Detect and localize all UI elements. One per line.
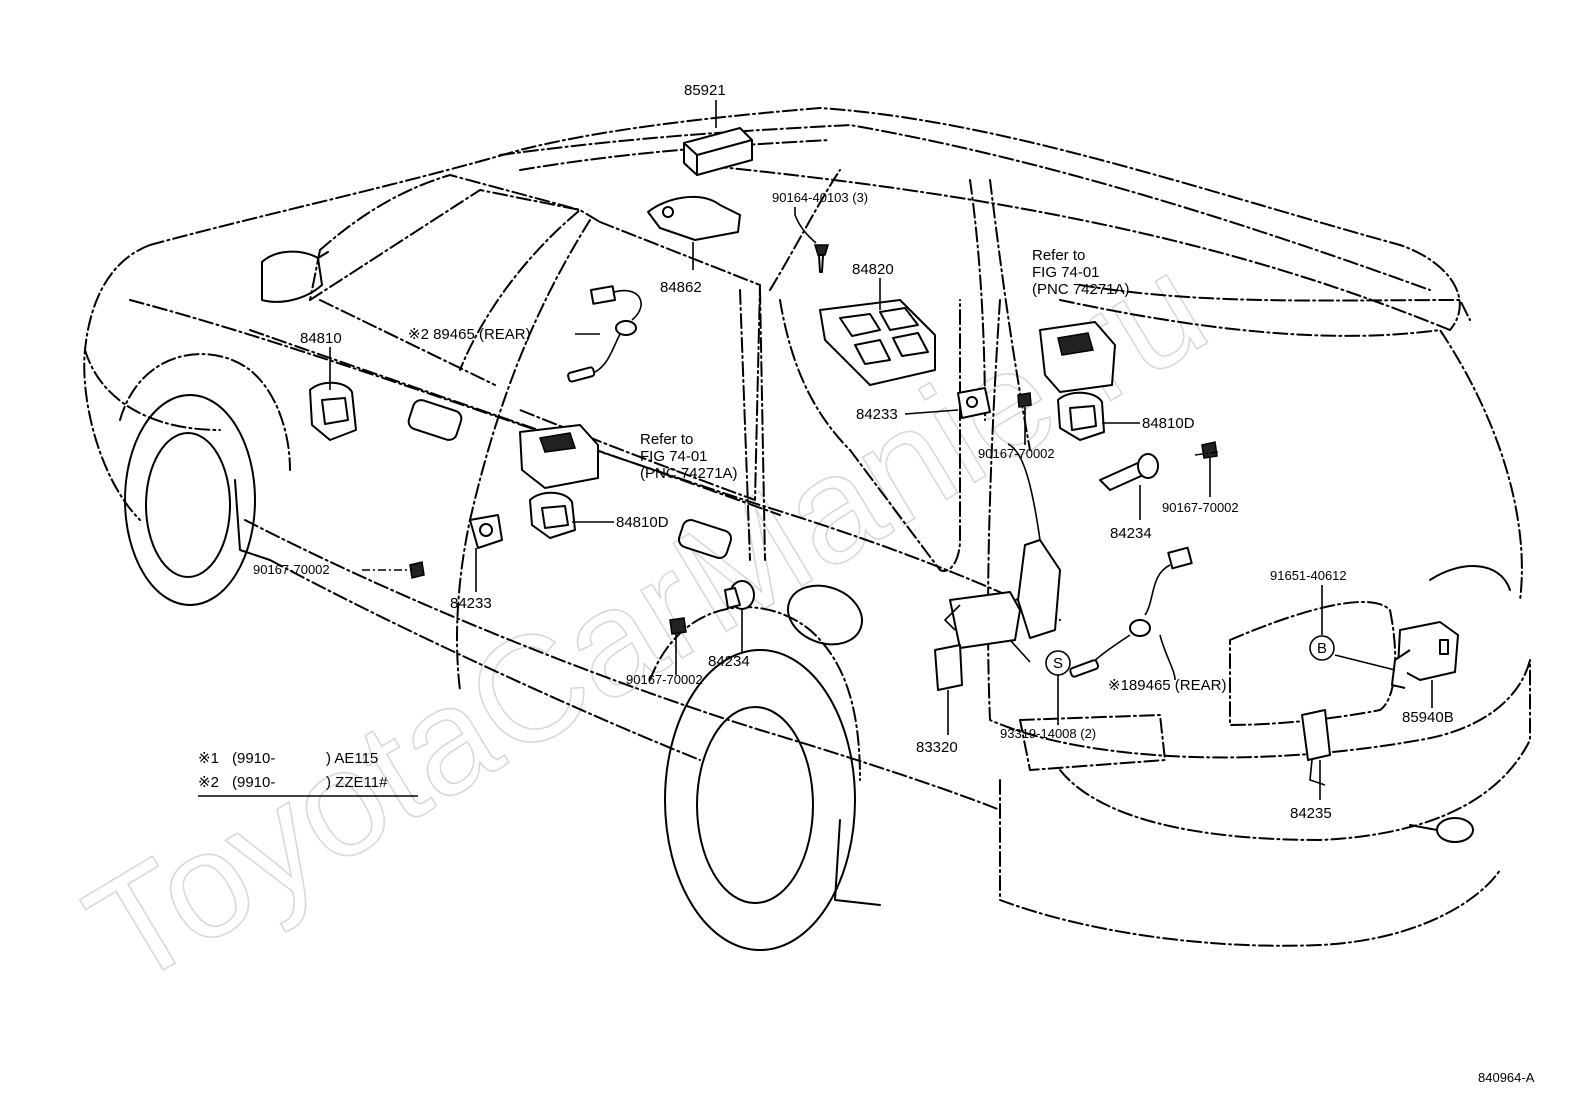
label-90167-left: 90167-70002 xyxy=(253,562,330,577)
label-93319: 93319-14008 (2) xyxy=(1000,726,1096,741)
window-switch-right-part xyxy=(1039,321,1116,393)
label-85921: 85921 xyxy=(684,82,726,99)
note-2-mark: ※2 xyxy=(198,774,219,791)
svg-text:FIG 74-01: FIG 74-01 xyxy=(1032,264,1100,281)
svg-text:(PNC 74271A): (PNC 74271A) xyxy=(640,465,738,482)
label-84862: 84862 xyxy=(660,279,702,296)
label-84234-right: 84234 xyxy=(1110,525,1152,542)
bolt-90167-left-part xyxy=(409,561,425,579)
label-90167-a: 90167-70002 xyxy=(978,446,1055,461)
svg-text:B: B xyxy=(1317,640,1327,657)
switch-84234-right-part xyxy=(1099,453,1159,491)
refer-note-left: Refer to FIG 74-01 (PNC 74271A) xyxy=(640,431,738,482)
switch-84810D-right-part xyxy=(1057,391,1105,441)
relay-85921-part xyxy=(683,127,753,176)
window-switch-left-part xyxy=(519,424,599,489)
label-85940B: 85940B xyxy=(1402,709,1454,726)
label-84810: 84810 xyxy=(300,330,342,347)
bracket-84862-part xyxy=(647,195,741,241)
switch-84235-part xyxy=(1301,709,1331,786)
master-switch-84820-part xyxy=(819,299,936,386)
bolt-90167-right-a-part xyxy=(1017,392,1032,408)
part-labels: 85921 84862 90164-40103 (3) 84820 84810 … xyxy=(253,82,1454,822)
courtesy-switch-84233-left-part xyxy=(469,514,503,549)
marker-b: B xyxy=(1309,635,1335,661)
svg-text:Refer to: Refer to xyxy=(640,431,693,448)
leader-lines xyxy=(329,100,1433,800)
svg-text:Refer to: Refer to xyxy=(1032,247,1085,264)
label-84233-right: 84233 xyxy=(856,406,898,423)
bolt-90167-bottom-part xyxy=(669,617,687,635)
oxygen-sensor-front-part xyxy=(567,285,642,383)
label-84810D-left: 84810D xyxy=(616,514,669,531)
switch-84810-part xyxy=(309,381,357,441)
oxygen-sensor-rear-part xyxy=(1069,546,1193,678)
label-83320: 83320 xyxy=(916,739,958,756)
label-84810D-right: 84810D xyxy=(1142,415,1195,432)
switch-84810D-left-part xyxy=(529,491,576,539)
label-90164: 90164-40103 (3) xyxy=(772,190,868,205)
svg-text:FIG 74-01: FIG 74-01 xyxy=(640,448,708,465)
relay-85940B-part xyxy=(1391,621,1459,689)
bolt-90167-right-b-part xyxy=(1201,441,1218,459)
refer-note-right: Refer to FIG 74-01 (PNC 74271A) xyxy=(1032,247,1130,298)
screw-90164-part xyxy=(813,244,830,273)
label-84234-bottom: 84234 xyxy=(708,653,750,670)
switch-84234-bottom-part xyxy=(724,580,755,610)
label-84235: 84235 xyxy=(1290,805,1332,822)
label-89465-rear: ※189465 (REAR) xyxy=(1108,677,1226,694)
note-2-range: (9910- xyxy=(232,774,275,791)
figure-code: 840964-A xyxy=(1478,1070,1535,1085)
svg-text:(PNC 74271A): (PNC 74271A) xyxy=(1032,281,1130,298)
label-90167-b: 90167-70002 xyxy=(1162,500,1239,515)
label-84233-left: 84233 xyxy=(450,595,492,612)
note-1-model: ) AE115 xyxy=(326,750,378,767)
note-1-mark: ※1 xyxy=(198,750,219,767)
courtesy-switch-84233-right-part xyxy=(957,387,991,419)
marker-s: S xyxy=(1045,650,1071,676)
model-notes: ※1 (9910- ) AE115 ※2 (9910- ) ZZE11# xyxy=(198,750,418,797)
svg-text:S: S xyxy=(1053,655,1063,672)
label-91651: 91651-40612 xyxy=(1270,568,1347,583)
label-90167-bottom: 90167-70002 xyxy=(626,672,703,687)
label-89465-front: ※2 89465 (REAR) xyxy=(408,326,531,343)
label-84820: 84820 xyxy=(852,261,894,278)
note-2-model: ) ZZE11# xyxy=(326,774,388,791)
note-1-range: (9910- xyxy=(232,750,275,767)
